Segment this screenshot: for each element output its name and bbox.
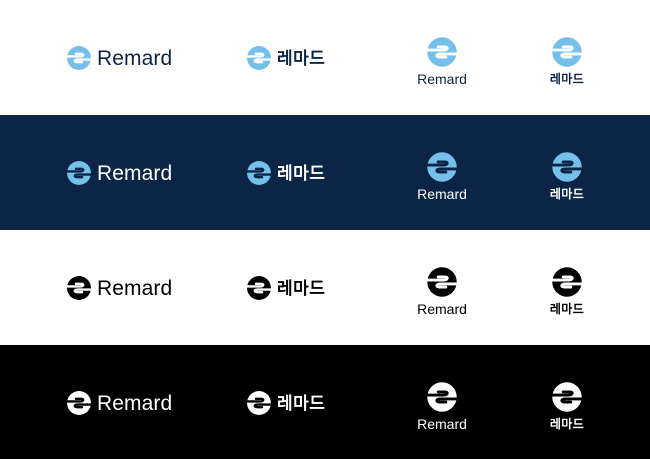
horizontal-lockup-korean: 레마드 xyxy=(246,274,325,302)
variant-band: Remard 레마드 Remard 레마드 xyxy=(0,0,650,115)
wordmark-english: Remard xyxy=(97,161,173,185)
stacked-lockup-english: Remard xyxy=(402,381,482,431)
stacked-lockup-english: Remard xyxy=(402,36,482,86)
wordmark-english: Remard xyxy=(97,276,173,300)
horizontal-lockup-korean: 레마드 xyxy=(246,389,325,417)
wordmark-korean: 레마드 xyxy=(277,163,326,183)
remard-symbol-icon xyxy=(426,37,458,67)
stacked-lockup-english: Remard xyxy=(402,151,482,201)
remard-symbol-icon xyxy=(246,161,272,185)
remard-symbol-icon xyxy=(66,46,92,70)
wordmark-korean: 레마드 xyxy=(549,417,585,431)
remard-symbol-icon xyxy=(426,152,458,182)
remard-symbol-icon xyxy=(66,391,92,415)
wordmark-korean: 레마드 xyxy=(549,187,585,201)
horizontal-lockup-english: Remard xyxy=(66,389,172,417)
horizontal-lockup-english: Remard xyxy=(66,159,172,187)
stacked-lockup-korean: 레마드 xyxy=(527,36,607,85)
wordmark-english: Remard xyxy=(97,46,173,70)
wordmark-korean: 레마드 xyxy=(277,393,326,413)
wordmark-english: Remard xyxy=(417,71,467,87)
wordmark-english: Remard xyxy=(97,391,173,415)
remard-symbol-icon xyxy=(551,267,583,297)
remard-symbol-icon xyxy=(66,276,92,300)
remard-symbol-icon xyxy=(246,391,272,415)
wordmark-korean: 레마드 xyxy=(277,48,326,68)
wordmark-english: Remard xyxy=(417,186,467,202)
remard-symbol-icon xyxy=(246,46,272,70)
wordmark-korean: 레마드 xyxy=(549,302,585,316)
wordmark-korean: 레마드 xyxy=(277,278,326,298)
remard-symbol-icon xyxy=(426,267,458,297)
remard-symbol-icon xyxy=(246,276,272,300)
stacked-lockup-korean: 레마드 xyxy=(527,266,607,315)
horizontal-lockup-english: Remard xyxy=(66,44,172,72)
remard-symbol-icon xyxy=(551,37,583,67)
wordmark-english: Remard xyxy=(417,416,467,432)
remard-symbol-icon xyxy=(551,382,583,412)
horizontal-lockup-korean: 레마드 xyxy=(246,159,325,187)
variant-band: Remard 레마드 Remard 레마드 xyxy=(0,345,650,459)
stacked-lockup-korean: 레마드 xyxy=(527,151,607,200)
remard-symbol-icon xyxy=(66,161,92,185)
wordmark-english: Remard xyxy=(417,301,467,317)
variant-band: Remard 레마드 Remard 레마드 xyxy=(0,115,650,230)
remard-symbol-icon xyxy=(426,382,458,412)
horizontal-lockup-korean: 레마드 xyxy=(246,44,325,72)
wordmark-korean: 레마드 xyxy=(549,72,585,86)
remard-symbol-icon xyxy=(551,152,583,182)
stacked-lockup-korean: 레마드 xyxy=(527,381,607,430)
horizontal-lockup-english: Remard xyxy=(66,274,172,302)
variant-band: Remard 레마드 Remard 레마드 xyxy=(0,230,650,345)
stacked-lockup-english: Remard xyxy=(402,266,482,316)
